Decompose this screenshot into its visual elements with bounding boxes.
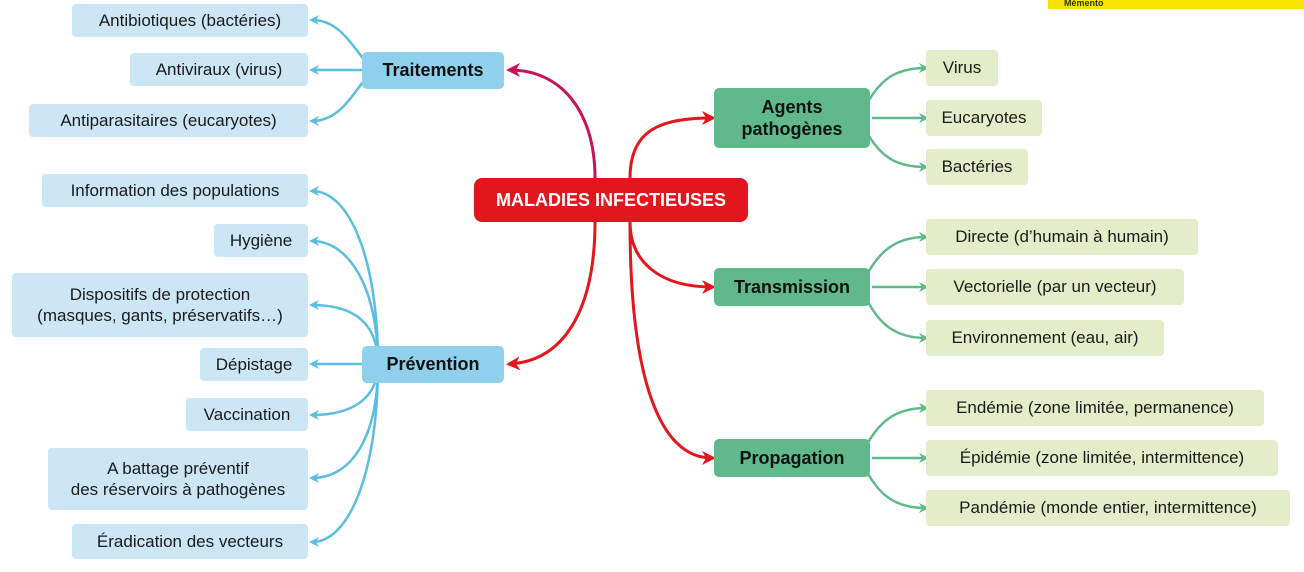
leaf-bacteries: Bactéries	[926, 149, 1028, 185]
leaf-virus: Virus	[926, 50, 998, 86]
link-center-traitements	[506, 63, 597, 179]
link-agents-3	[864, 130, 929, 172]
link-prevention-1	[309, 186, 380, 365]
leaf-antiviraux: Antiviraux (virus)	[130, 53, 308, 86]
leaf-dispositifs: Dispositifs de protection (masques, gant…	[12, 273, 308, 337]
link-propagation-1	[862, 403, 929, 451]
hub-propagation: Propagation	[714, 439, 870, 477]
hub-agents-pathogenes: Agents pathogènes	[714, 88, 870, 148]
leaf-depistage: Dépistage	[200, 348, 308, 381]
leaf-antibiotiques: Antibiotiques (bactéries)	[72, 4, 308, 37]
hub-transmission: Transmission	[714, 268, 870, 306]
leaf-pandemie: Pandémie (monde entier, intermittence)	[926, 490, 1290, 526]
link-center-propagation	[628, 221, 716, 465]
leaf-hygiene: Hygiène	[214, 224, 308, 257]
link-propagation-3	[862, 465, 929, 513]
link-transmission-1	[862, 232, 929, 281]
leaf-eucaryotes: Eucaryotes	[926, 100, 1042, 136]
link-center-transmission	[628, 221, 716, 294]
hub-traitements: Traitements	[362, 52, 504, 89]
leaf-antiparasitaires: Antiparasitaires (eucaryotes)	[29, 104, 308, 137]
leaf-epidemie: Épidémie (zone limitée, intermittence)	[926, 440, 1278, 476]
link-agents-1	[864, 63, 929, 106]
leaf-information: Information des populations	[42, 174, 308, 207]
link-prevention-7	[309, 363, 380, 547]
leaf-eradication: Éradication des vecteurs	[72, 524, 308, 559]
center-node: MALADIES INFECTIEUSES	[474, 178, 748, 222]
link-center-prevention	[506, 221, 597, 371]
hub-prevention: Prévention	[362, 346, 504, 383]
link-prevention-2	[309, 236, 380, 365]
corner-tag: Mémento	[1048, 0, 1304, 9]
leaf-abattage: A battage préventif des réservoirs à pat…	[48, 448, 308, 510]
leaf-vectorielle: Vectorielle (par un vecteur)	[926, 269, 1184, 305]
link-center-agents	[628, 111, 716, 179]
leaf-endemie: Endémie (zone limitée, permanence)	[926, 390, 1264, 426]
link-transmission-3	[862, 293, 929, 343]
leaf-environnement: Environnement (eau, air)	[926, 320, 1164, 356]
leaf-vaccination: Vaccination	[186, 398, 308, 431]
leaf-directe: Directe (d’humain à humain)	[926, 219, 1198, 255]
